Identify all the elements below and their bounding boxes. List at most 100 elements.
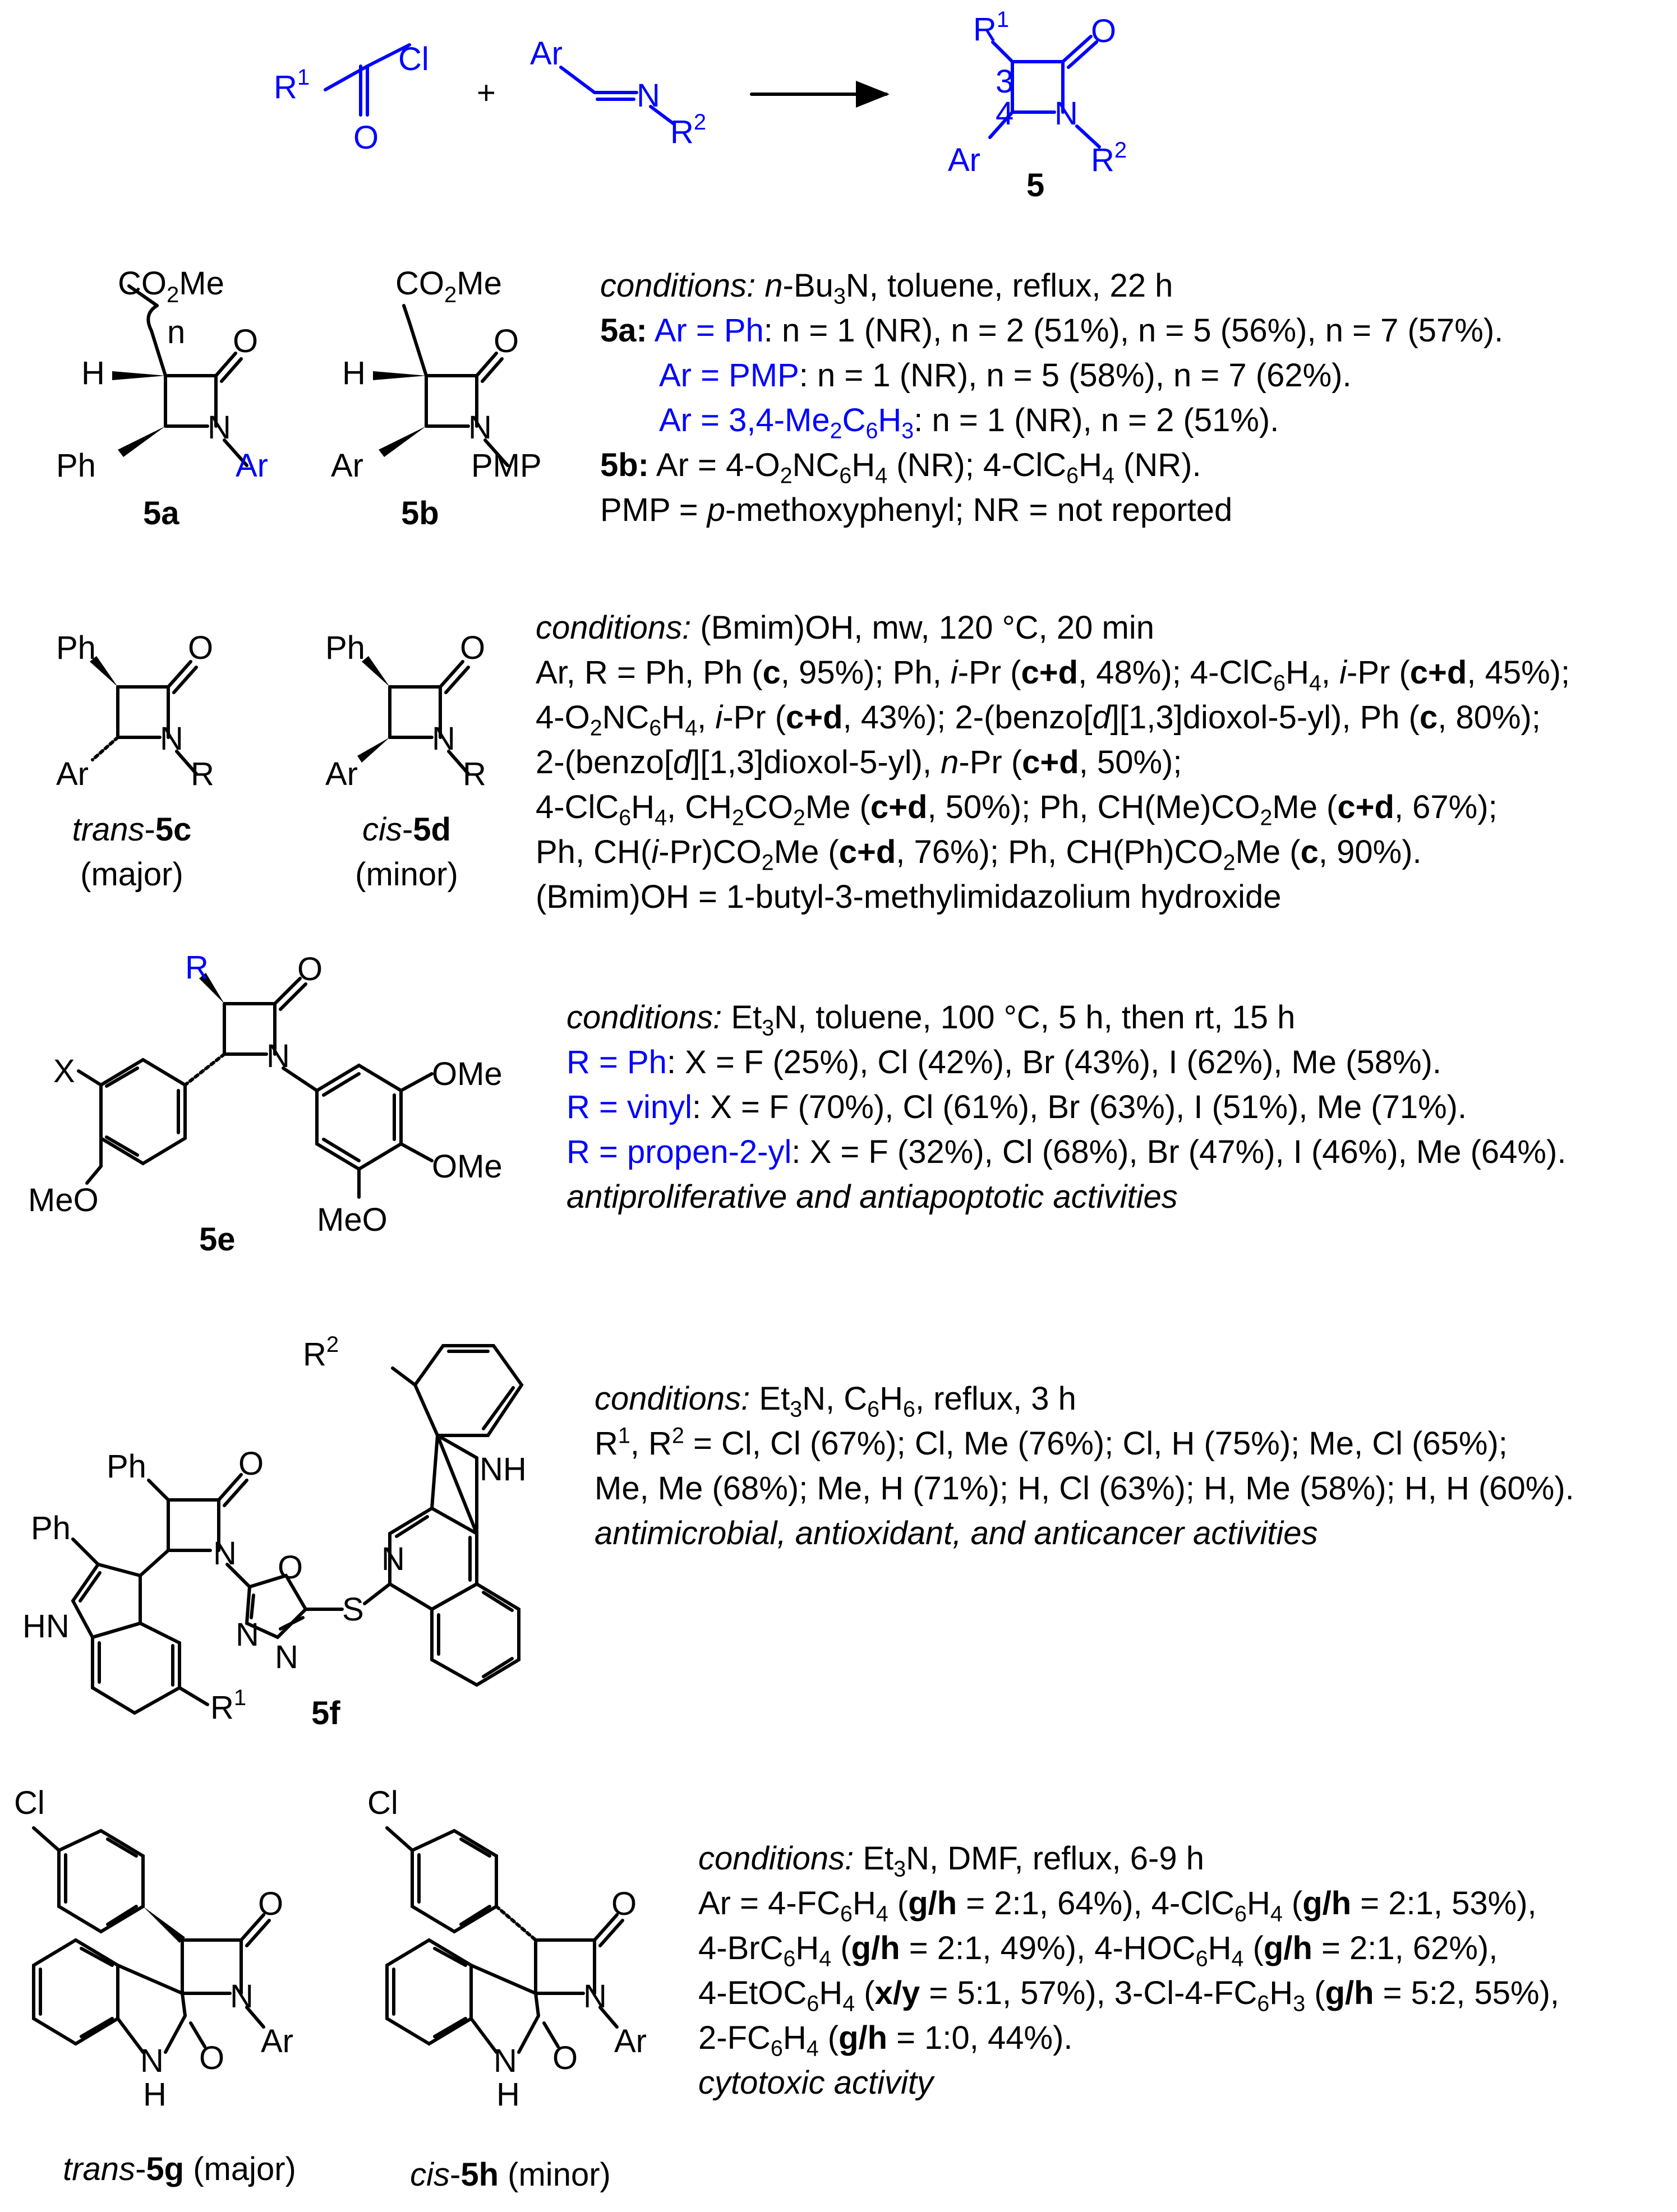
structure-5d <box>357 656 470 775</box>
cond-5gh-line5: 2-FC6H4 (g/h = 1:0, 44%). <box>698 2020 1073 2061</box>
5a-label: 5a <box>143 495 179 532</box>
product-r2: R2 <box>1091 138 1127 178</box>
caption-5g: trans-5g (major) <box>63 2151 296 2187</box>
5b-ar: Ar <box>331 447 363 484</box>
5b-n: N <box>468 409 492 446</box>
5h-o-top: O <box>611 1886 637 1922</box>
5d-ph: Ph <box>325 630 365 666</box>
5g-o-bottom: O <box>199 2040 224 2076</box>
product-beta-lactam-structure <box>988 35 1101 149</box>
5b-pmp: PMP <box>471 447 542 484</box>
5f-n-lactam: N <box>213 1535 237 1572</box>
5a-o: O <box>233 323 258 359</box>
product-ar: Ar <box>948 142 980 178</box>
caption-5c: trans-5c (major) <box>72 811 192 893</box>
5f-s: S <box>342 1591 364 1628</box>
5f-r2: R2 <box>303 1332 339 1373</box>
general-scheme: R1 Cl O + Ar N R2 R1 O 3 <box>274 7 1127 204</box>
product-o: O <box>1091 13 1116 49</box>
5h-h: H <box>496 2076 520 2113</box>
5a-n: N <box>208 409 231 446</box>
cond-5f-line3: Me, Me (68%); Me, H (71%); H, Cl (63%); … <box>595 1470 1574 1507</box>
cond-5f-line1: conditions: Et3N, C6H6, reflux, 3 h <box>595 1380 1076 1422</box>
cond-5e-line3: R = vinyl: X = F (70%), Cl (61%), Br (63… <box>566 1089 1467 1125</box>
5f-o-oxadiazole: O <box>278 1549 303 1586</box>
caption-5h: cis-5h (minor) <box>410 2156 611 2193</box>
cond-5ab-line3: Ar = PMP: n = 1 (NR), n = 5 (58%), n = 7… <box>659 357 1352 394</box>
cond-5gh-line1: conditions: Et3N, DMF, reflux, 6-9 h <box>698 1840 1204 1882</box>
5e-r: R <box>185 949 209 986</box>
5c-n: N <box>160 721 183 757</box>
5d-o: O <box>460 630 485 666</box>
cond-5ab-line2: 5a: Ar = Ph: n = 1 (NR), n = 2 (51%), n … <box>600 312 1504 349</box>
reactant2-n: N <box>637 77 660 114</box>
5a-ar: Ar <box>236 447 268 484</box>
5g-o-top: O <box>258 1886 283 1922</box>
cond-5e-line1: conditions: Et3N, toluene, 100 °C, 5 h, … <box>566 999 1296 1041</box>
5d-r: R <box>463 756 486 792</box>
product-n: N <box>1054 95 1078 132</box>
5f-ph-top: Ph <box>107 1448 146 1485</box>
cond-5cd-line5: 4-ClC6H4, CH2CO2Me (c+d, 50%); Ph, CH(Me… <box>536 789 1498 830</box>
conditions-5g-5h: conditions: Et3N, DMF, reflux, 6-9 h Ar … <box>698 1836 1559 2105</box>
conditions-5f: conditions: Et3N, C6H6, reflux, 3 h R1, … <box>595 1377 1574 1556</box>
product-r1: R1 <box>973 7 1009 48</box>
cond-5cd-line2: Ar, R = Ph, Ph (c, 95%); Ph, i-Pr (c+d, … <box>536 654 1570 696</box>
structure-5h <box>385 1826 624 2054</box>
5g-ar: Ar <box>261 2023 293 2059</box>
5b-o: O <box>494 323 519 359</box>
product-position-4: 4 <box>996 95 1013 132</box>
5f-r1: R1 <box>210 1685 246 1726</box>
5g-cl: Cl <box>14 1785 45 1821</box>
5f-n-ring: N <box>381 1541 405 1577</box>
caption-5d: cis-5d (minor) <box>355 811 458 893</box>
5g-n-h: N <box>140 2043 164 2079</box>
cond-5cd-line7: (Bmim)OH = 1-butyl-3-methylimidazolium h… <box>536 879 1282 915</box>
5e-meo-bottom: MeO <box>317 1202 388 1238</box>
5e-o: O <box>297 951 322 987</box>
5c-ph: Ph <box>56 630 96 666</box>
product-position-3: 3 <box>996 63 1013 100</box>
5b-label: 5b <box>401 495 439 532</box>
acyl-chloride-structure <box>324 43 411 117</box>
conditions-5e: conditions: Et3N, toluene, 100 °C, 5 h, … <box>566 995 1566 1220</box>
5b-h: H <box>342 355 366 391</box>
cond-5cd-line1: conditions: (Bmim)OH, mw, 120 °C, 20 min <box>536 609 1154 646</box>
imine-structure <box>559 66 675 125</box>
5a-h: H <box>81 355 105 391</box>
cond-5e-line4: R = propen-2-yl: X = F (32%), Cl (68%), … <box>566 1134 1567 1170</box>
cond-5ab-line5: 5b: Ar = 4-O2NC6H4 (NR); 4-ClC6H4 (NR). <box>600 447 1201 488</box>
5e-meo-left: MeO <box>28 1182 99 1218</box>
cond-5cd-line3: 4-O2NC6H4, i-Pr (c+d, 43%); 2-(benzo[d][… <box>536 699 1541 741</box>
cond-5e-line2: R = Ph: X = F (25%), Cl (42%), Br (43%),… <box>566 1044 1442 1080</box>
5a-n-subscript: n <box>167 314 185 350</box>
cond-5gh-line4: 4-EtOC6H4 (x/y = 5:1, 57%), 3-Cl-4-FC6H3… <box>698 1975 1560 2016</box>
5e-label: 5e <box>199 1221 236 1258</box>
cond-5e-line5: antiproliferative and antiapoptotic acti… <box>566 1179 1178 1215</box>
product-label: 5 <box>1026 167 1044 204</box>
5g-n: N <box>230 1978 254 2015</box>
structure-5e <box>77 973 434 1199</box>
structure-5f <box>71 1344 524 1715</box>
5g-h: H <box>143 2076 167 2113</box>
cond-5ab-line6: PMP = p-methoxyphenyl; NR = not reported <box>600 492 1233 528</box>
cond-5gh-line6: cytotoxic activity <box>698 2065 933 2101</box>
conditions-5c-5d: conditions: (Bmim)OH, mw, 120 °C, 20 min… <box>536 606 1570 920</box>
5e-x: X <box>53 1053 75 1089</box>
plus-sign: + <box>477 75 496 111</box>
cond-5gh-line2: Ar = 4-FC6H4 (g/h = 2:1, 64%), 4-ClC6H4 … <box>698 1885 1537 1927</box>
5h-n-h: N <box>494 2043 517 2079</box>
reactant1-cl: Cl <box>398 41 429 77</box>
5f-n1: N <box>236 1617 259 1653</box>
5e-ome-right: OMe <box>432 1148 503 1185</box>
5f-label: 5f <box>311 1695 340 1731</box>
cond-5f-line2: R1, R2 = Cl, Cl (67%); Cl, Me (76%); Cl,… <box>595 1423 1508 1462</box>
5c-r: R <box>191 756 214 792</box>
5e-n: N <box>266 1038 290 1074</box>
reactant2-ar: Ar <box>530 35 563 72</box>
5h-o-bottom: O <box>552 2040 578 2076</box>
reactant1-o: O <box>353 119 379 156</box>
cond-5ab-line1: conditions: n-Bu3N, toluene, reflux, 22 … <box>600 267 1173 309</box>
structure-5b <box>373 304 509 467</box>
